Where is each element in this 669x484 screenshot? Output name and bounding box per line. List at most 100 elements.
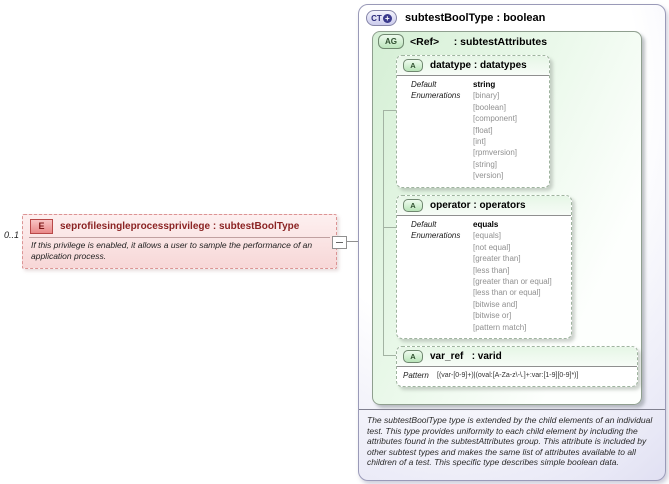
attribute-title: var_ref : varid (430, 351, 502, 362)
tree-rail (383, 110, 384, 356)
facet-value: [bitwise or] (473, 311, 512, 321)
attribute-header: A operator : operators (397, 196, 571, 216)
facet-row: [component] (411, 113, 543, 124)
tree-stub (383, 110, 396, 111)
facet-value: [equals] (473, 231, 502, 241)
facet-value: [greater than] (473, 254, 521, 264)
facet-label (411, 276, 473, 287)
facet-value: [less than] (473, 265, 510, 275)
facet-row: [greater than or equal] (411, 276, 565, 287)
facet-label (411, 310, 473, 321)
facet-row: Default equals (411, 219, 565, 230)
facet-row: [bitwise and] (411, 299, 565, 310)
attribute-group-title: <Ref> : subtestAttributes (410, 35, 548, 48)
facet-label (411, 102, 473, 113)
collapse-handle-icon[interactable] (332, 236, 347, 249)
facet-label (411, 253, 473, 264)
facet-value: [bitwise and] (473, 299, 518, 309)
facet-label (411, 113, 473, 124)
facet-value: [float] (473, 125, 493, 135)
complex-type-title: subtestBoolType : boolean (405, 12, 546, 24)
tree-stub (383, 355, 396, 356)
facet-row: [less than] (411, 265, 565, 276)
documentation-separator (359, 409, 665, 410)
connector-line (344, 241, 359, 242)
facet-value: [int] (473, 137, 486, 147)
facet-value: [pattern match] (473, 322, 527, 332)
attribute-badge-icon: A (403, 199, 423, 212)
facet-label (411, 125, 473, 136)
attribute-badge-icon: A (403, 59, 423, 72)
facet-label (411, 322, 473, 333)
facet-value: [boolean] (473, 102, 506, 112)
facet-row: [greater than] (411, 253, 565, 264)
facet-row: [int] (411, 136, 543, 147)
attribute-group-box: AG <Ref> : subtestAttributes A datatype … (372, 31, 642, 405)
facet-row: [rpmversion] (411, 147, 543, 158)
facet-label (411, 136, 473, 147)
facet-label: Enumerations (411, 91, 461, 101)
facet-row: [boolean] (411, 102, 543, 113)
facet-row: [float] (411, 125, 543, 136)
facet-row: Enumerations [equals] (411, 230, 565, 241)
facet-value: equals (473, 220, 499, 229)
facet-label: Default (411, 220, 437, 229)
facet-value: [component] (473, 114, 518, 124)
attribute-title: operator : operators (430, 200, 526, 211)
attribute-group-header: AG <Ref> : subtestAttributes (378, 34, 547, 49)
facet-label (411, 265, 473, 276)
cardinality-label: 0..1 (4, 230, 20, 240)
facet-row: [version] (411, 170, 543, 181)
facet-label (411, 159, 473, 170)
facet-label (411, 287, 473, 298)
complex-type-header: CT + subtestBoolType : boolean (366, 10, 545, 26)
element-separator (29, 237, 330, 238)
complex-type-badge-icon[interactable]: CT + (366, 10, 397, 26)
facet-value: [version] (473, 171, 504, 181)
facet-value: [less than or equal] (473, 288, 541, 298)
facet-value: [not equal] (473, 242, 511, 252)
facet-value: [rpmversion] (473, 148, 518, 158)
attribute-facets: Pattern [(var-[0-9]+)|(oval:[A-Za-z\-\.]+… (397, 367, 637, 386)
facet-row: [not equal] (411, 242, 565, 253)
complex-type-box: CT + subtestBoolType : boolean AG <Ref> … (358, 4, 666, 481)
facet-row: Default string (411, 79, 543, 90)
facet-label (411, 299, 473, 310)
type-documentation: The subtestBoolType type is extended by … (367, 415, 653, 468)
facet-value: [greater than or equal] (473, 277, 552, 287)
facet-row: [pattern match] (411, 322, 565, 333)
facet-label (411, 242, 473, 253)
facet-value: [binary] (473, 91, 500, 101)
element-box[interactable]: E seprofilesingleprocessprivilege : subt… (22, 214, 337, 269)
attribute-box-var-ref[interactable]: A var_ref : varid Pattern [(var-[0-9]+)|(… (396, 346, 638, 388)
facet-label: Enumerations (411, 231, 461, 241)
facet-value: [(var-[0-9]+)|(oval:[A-Za-z\-\.]+:var:[1… (437, 372, 579, 379)
element-header: E seprofilesingleprocessprivilege : subt… (23, 215, 336, 236)
attribute-badge-icon: A (403, 350, 423, 363)
minus-icon (336, 242, 343, 243)
element-annotation: If this privilege is enabled, it allows … (31, 240, 313, 261)
expand-plus-icon[interactable]: + (382, 13, 392, 23)
facet-row: Pattern [(var-[0-9]+)|(oval:[A-Za-z\-\.]+… (403, 370, 631, 381)
tree-stub (383, 227, 396, 228)
element-title: seprofilesingleprocessprivilege : subtes… (60, 221, 300, 232)
facet-label: Default (411, 80, 437, 89)
facet-row: [bitwise or] (411, 310, 565, 321)
facet-label (411, 147, 473, 158)
attribute-group-badge-icon: AG (378, 34, 404, 49)
facet-label: Pattern (403, 371, 429, 380)
element-badge-icon: E (30, 219, 53, 234)
facet-label (411, 170, 473, 181)
facet-row: [less than or equal] (411, 287, 565, 298)
attribute-header: A datatype : datatypes (397, 56, 549, 76)
attribute-header: A var_ref : varid (397, 347, 637, 367)
attribute-title: datatype : datatypes (430, 60, 527, 71)
facet-row: Enumerations [binary] (411, 90, 543, 101)
facet-row: [string] (411, 159, 543, 170)
facet-value: string (473, 80, 496, 89)
